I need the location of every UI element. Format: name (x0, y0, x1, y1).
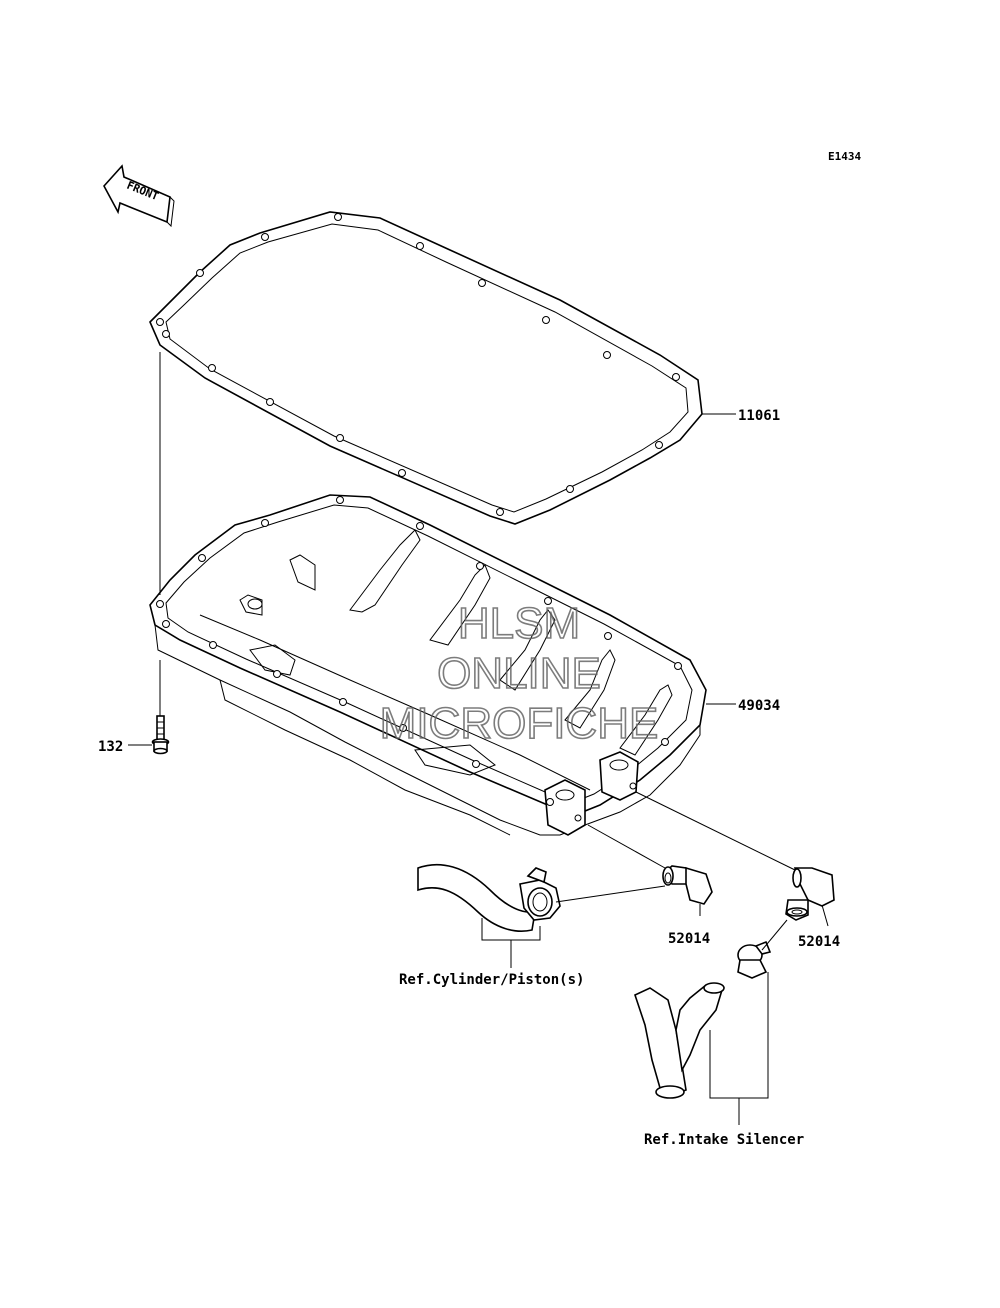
part-number-52014-right: 52014 (798, 934, 840, 950)
watermark: HLSM ONLINE MICROFICHE (379, 598, 659, 749)
gasket-11061 (149, 211, 703, 525)
oil-pan-bolt-holes (156, 496, 682, 806)
part-number-11061: 11061 (738, 408, 780, 424)
hose-cylinder (417, 863, 561, 932)
oil-pan-49034 (149, 494, 707, 836)
hose-intake (634, 982, 725, 1099)
watermark-line2: ONLINE (437, 649, 601, 698)
diagram-code: E1434 (828, 150, 861, 163)
part-number-132: 132 (98, 739, 123, 755)
part-number-49034: 49034 (738, 698, 780, 714)
ref-intake-label: Ref.Intake Silencer (644, 1132, 804, 1148)
front-arrow-icon: FRONT (103, 164, 175, 228)
bolt-132 (151, 715, 170, 755)
clamp-right (737, 940, 772, 979)
ref-cylinder-label: Ref.Cylinder/Piston(s) (399, 972, 584, 988)
fitting-left-52014 (662, 865, 713, 905)
part-number-52014-left: 52014 (668, 931, 710, 947)
watermark-line1: HLSM (458, 599, 580, 648)
gasket-bolt-holes (156, 213, 680, 516)
watermark-line3: MICROFICHE (380, 699, 659, 748)
fitting-right-52014 (785, 867, 835, 921)
